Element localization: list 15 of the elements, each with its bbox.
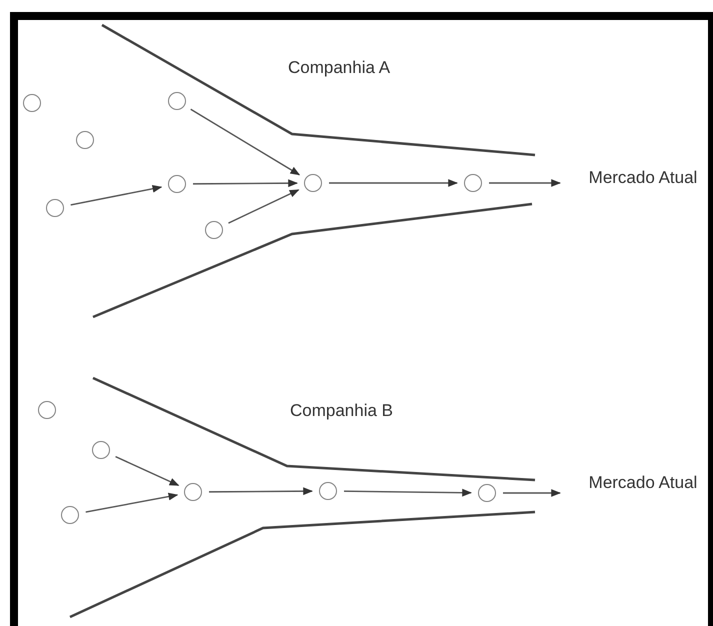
company-label: Companhia A xyxy=(288,58,390,78)
arrow xyxy=(503,489,561,497)
arrow xyxy=(489,179,561,187)
arrow xyxy=(115,456,180,486)
market-label: Mercado Atual xyxy=(560,471,713,495)
arrow xyxy=(190,108,300,176)
arrow xyxy=(329,179,458,187)
arrow xyxy=(70,184,162,206)
arrow xyxy=(193,179,298,188)
arrow xyxy=(228,189,300,224)
company-label: Companhia B xyxy=(290,401,394,421)
arrow xyxy=(209,487,313,496)
arrow xyxy=(344,488,472,497)
market-label: Mercado Atual xyxy=(560,166,713,190)
arrow xyxy=(86,492,178,513)
